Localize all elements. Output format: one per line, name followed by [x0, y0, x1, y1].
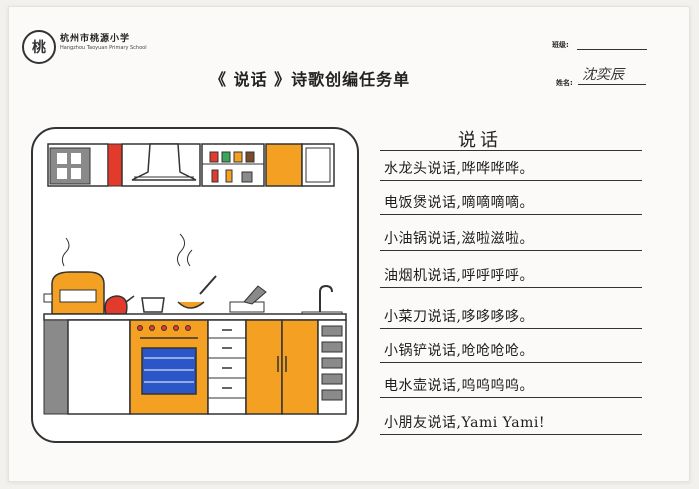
range-hood [131, 143, 197, 181]
class-field-line [577, 49, 647, 50]
school-name-en: Hangzhou Taoyuan Primary School [60, 45, 147, 51]
pot [141, 297, 165, 313]
poem-rule [380, 328, 642, 329]
name-label: 姓名: [556, 79, 573, 87]
base-cabinet-white [67, 319, 131, 415]
oven-window [141, 347, 197, 395]
class-label: 班级: [552, 41, 569, 49]
faucet [319, 284, 333, 314]
cutting-board [229, 301, 265, 313]
poem-rule [380, 287, 642, 288]
poem-rule [380, 180, 642, 181]
school-name-cn: 杭州市桃源小学 [60, 34, 131, 44]
poem-rule [380, 150, 642, 151]
frying-pan [177, 301, 205, 309]
kitchen-knife [243, 285, 267, 305]
wall-socket [43, 293, 53, 303]
poem-rule [380, 397, 642, 398]
name-value: 沈奕辰 [582, 67, 624, 83]
poem-rule [380, 214, 642, 215]
poem-line-4: 油烟机说话,呼呼呼呼。 [384, 268, 534, 284]
kitchen-illustration [31, 127, 359, 443]
poem-line-7: 电水壶说话,呜呜呜呜。 [384, 378, 534, 394]
poem-line-6: 小锅铲说话,呛呛呛呛。 [384, 343, 534, 359]
base-cabinet-gray [43, 319, 69, 415]
spatula [199, 275, 217, 295]
poem-line-3: 小油锅说话,滋啦滋啦。 [384, 231, 534, 247]
poem-rule [380, 434, 642, 435]
poem-line-2: 电饭煲说话,嘀嘀嘀嘀。 [384, 195, 534, 211]
drawer-stack [207, 319, 247, 415]
wall-cabinet-window [49, 147, 91, 185]
poem-line-1: 水龙头说话,哗哗哗哗。 [384, 161, 534, 177]
poem-line-8: 小朋友说话,Yami Yami! [384, 415, 546, 431]
poem-title: 说话 [458, 130, 502, 151]
school-logo: 桃 [22, 30, 56, 64]
orange-base-door-right [281, 319, 319, 415]
poem-rule [380, 250, 642, 251]
worksheet-title: 《 说话 》诗歌创编任务单 [210, 70, 411, 89]
spice-shelf [201, 143, 265, 187]
red-cabinet-panel [107, 143, 123, 187]
poem-line-5: 小菜刀说话,哆哆哆哆。 [384, 309, 534, 325]
electric-kettle [104, 295, 128, 315]
poem-rule [380, 362, 642, 363]
orange-wall-cabinet [265, 143, 303, 187]
countertop [43, 313, 347, 321]
name-field-line [578, 84, 646, 85]
orange-base-door-left [245, 319, 283, 415]
